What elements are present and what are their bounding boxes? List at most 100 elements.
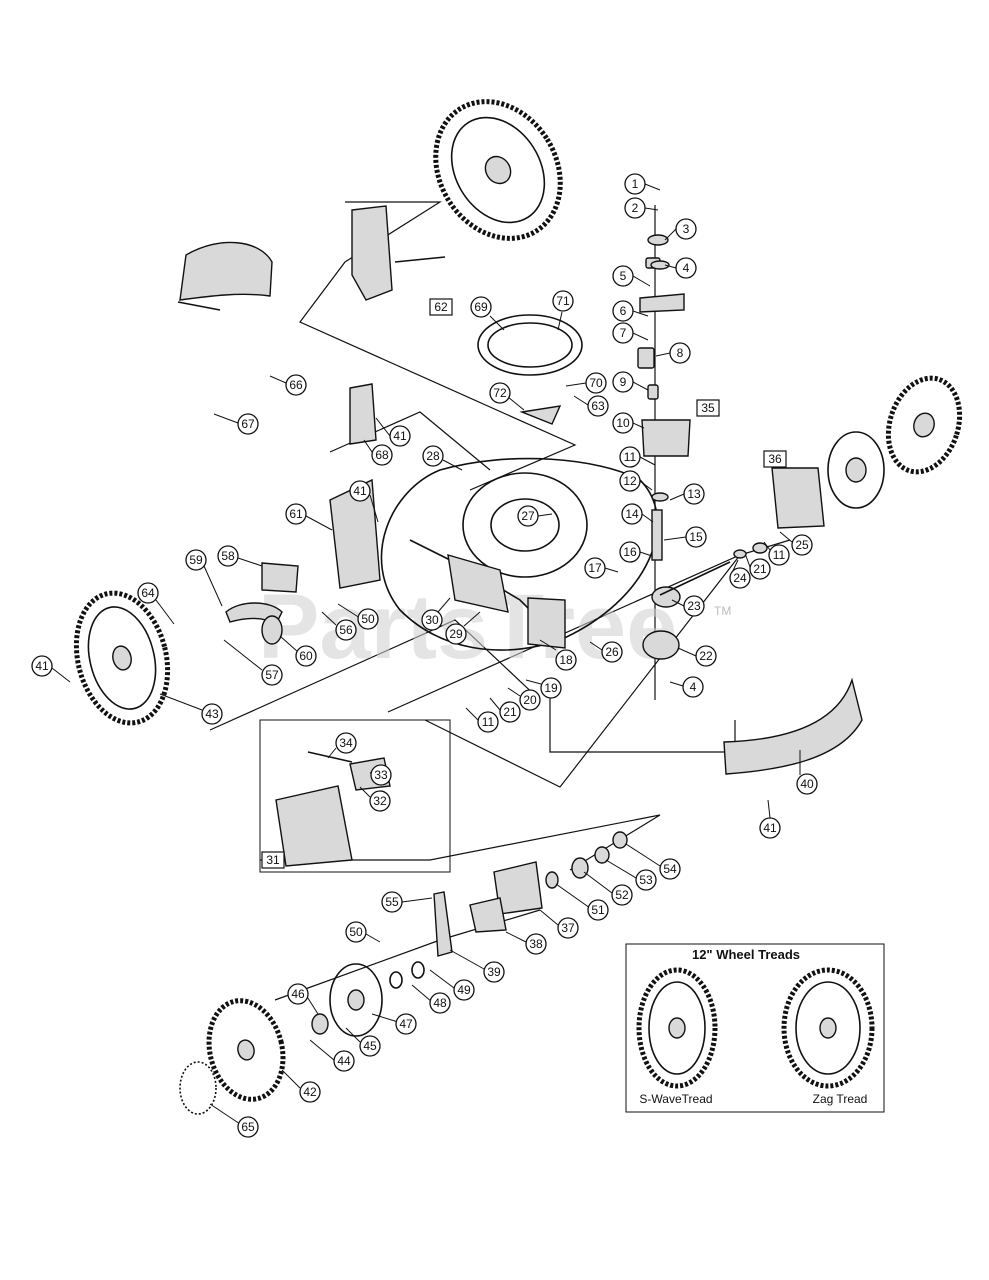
callout-6: 6 [612, 300, 649, 322]
bracket-68 [349, 383, 377, 445]
svg-text:70: 70 [589, 376, 603, 390]
callout-64: 64 [137, 582, 175, 625]
callout-33: 33 [369, 764, 392, 786]
callout-55: 55 [381, 891, 433, 913]
callout-63: 63 [573, 395, 609, 417]
callout-40: 40 [796, 750, 818, 795]
svg-text:21: 21 [503, 705, 517, 719]
svg-text:41: 41 [35, 659, 49, 673]
rear-axle [659, 561, 731, 596]
wheel-treads-title: 12" Wheel Treads [692, 947, 800, 962]
svg-text:41: 41 [393, 429, 407, 443]
callout-17: 17 [584, 557, 619, 579]
svg-text:17: 17 [588, 561, 602, 575]
svg-text:9: 9 [620, 375, 627, 389]
callout-54: 54 [625, 843, 681, 880]
svg-text:25: 25 [795, 538, 809, 552]
callout-32: 32 [359, 786, 391, 812]
callout-7: 7 [612, 322, 649, 344]
svg-text:30: 30 [425, 613, 439, 627]
zag-tread-caption: Zag Tread [813, 1092, 868, 1106]
baffle-ring-69 [477, 314, 583, 376]
svg-text:31: 31 [266, 853, 280, 867]
callout-52: 52 [583, 871, 633, 906]
svg-text:60: 60 [299, 649, 313, 663]
callout-50a: 50 [337, 603, 379, 630]
callout-2: 2 [624, 197, 659, 219]
svg-text:13: 13 [687, 487, 701, 501]
callout-65: 65 [209, 1103, 259, 1138]
lever-55 [433, 891, 453, 957]
svg-text:56: 56 [339, 623, 353, 637]
boxed-label-36: 36 [763, 450, 787, 468]
callout-50b: 50 [345, 921, 381, 943]
callout-27: 27 [517, 505, 553, 527]
callout-15: 15 [663, 526, 707, 548]
svg-text:52: 52 [615, 888, 629, 902]
flap-hinge-66 [179, 241, 273, 301]
box-31-frame [259, 719, 451, 873]
svg-text:61: 61 [289, 507, 303, 521]
s-wave-tread-caption: S-WaveTread [639, 1092, 712, 1106]
callout-46: 46 [287, 983, 319, 1015]
callout-14: 14 [621, 503, 654, 525]
callout-21a: 21 [745, 555, 771, 580]
callout-41a: 41 [375, 417, 411, 447]
svg-text:22: 22 [699, 649, 713, 663]
callout-20: 20 [507, 687, 541, 711]
callout-29: 29 [445, 611, 481, 645]
callout-24: 24 [729, 559, 751, 589]
svg-text:72: 72 [493, 386, 507, 400]
right-rear-wheel [885, 375, 963, 475]
svg-text:55: 55 [385, 895, 399, 909]
callout-41d: 41 [759, 799, 781, 839]
callout-18: 18 [539, 639, 577, 671]
callout-61: 61 [285, 503, 333, 531]
callout-28: 28 [422, 445, 463, 471]
svg-text:39: 39 [487, 965, 501, 979]
mower-deck [380, 457, 659, 651]
svg-text:12: 12 [623, 474, 637, 488]
svg-text:65: 65 [241, 1120, 255, 1134]
svg-text:69: 69 [474, 300, 488, 314]
callout-68: 68 [363, 439, 393, 466]
svg-text:7: 7 [620, 326, 627, 340]
callout-19: 19 [525, 677, 562, 699]
svg-text:59: 59 [189, 553, 203, 567]
height-adjuster-right [771, 467, 825, 529]
callout-43: 43 [159, 693, 223, 725]
callout-5: 5 [612, 265, 651, 287]
callout-3: 3 [664, 218, 697, 241]
svg-text:2: 2 [632, 201, 639, 215]
svg-text:62: 62 [434, 300, 448, 314]
svg-text:64: 64 [141, 586, 155, 600]
svg-text:24: 24 [733, 571, 747, 585]
svg-text:50: 50 [361, 612, 375, 626]
svg-text:4: 4 [690, 680, 697, 694]
callout-16: 16 [619, 541, 653, 563]
svg-text:51: 51 [591, 903, 605, 917]
callout-4b: 4 [669, 676, 704, 698]
svg-text:36: 36 [768, 452, 782, 466]
svg-text:43: 43 [205, 707, 219, 721]
callout-4a: 4 [664, 257, 697, 279]
callout-23: 23 [671, 595, 705, 617]
svg-text:28: 28 [426, 449, 440, 463]
height-adjuster-bracket-top [351, 205, 393, 301]
wheel-cover-47 [329, 963, 383, 1037]
callout-1: 1 [624, 173, 661, 195]
gearbox-10 [641, 419, 691, 457]
svg-text:20: 20 [523, 693, 537, 707]
callout-42: 42 [281, 1069, 321, 1103]
callout-59: 59 [185, 549, 223, 607]
svg-text:53: 53 [639, 873, 653, 887]
svg-text:67: 67 [241, 417, 255, 431]
callout-41b: 41 [349, 480, 379, 523]
hubcap-65 [179, 1061, 217, 1115]
callout-48: 48 [411, 984, 451, 1014]
wheel-treads-inset: 12" Wheel Treads S-WaveTread Zag Tread [625, 943, 885, 1113]
svg-text:21: 21 [753, 562, 767, 576]
callout-11a: 11 [619, 446, 656, 468]
svg-text:45: 45 [363, 1039, 377, 1053]
svg-text:40: 40 [800, 777, 814, 791]
